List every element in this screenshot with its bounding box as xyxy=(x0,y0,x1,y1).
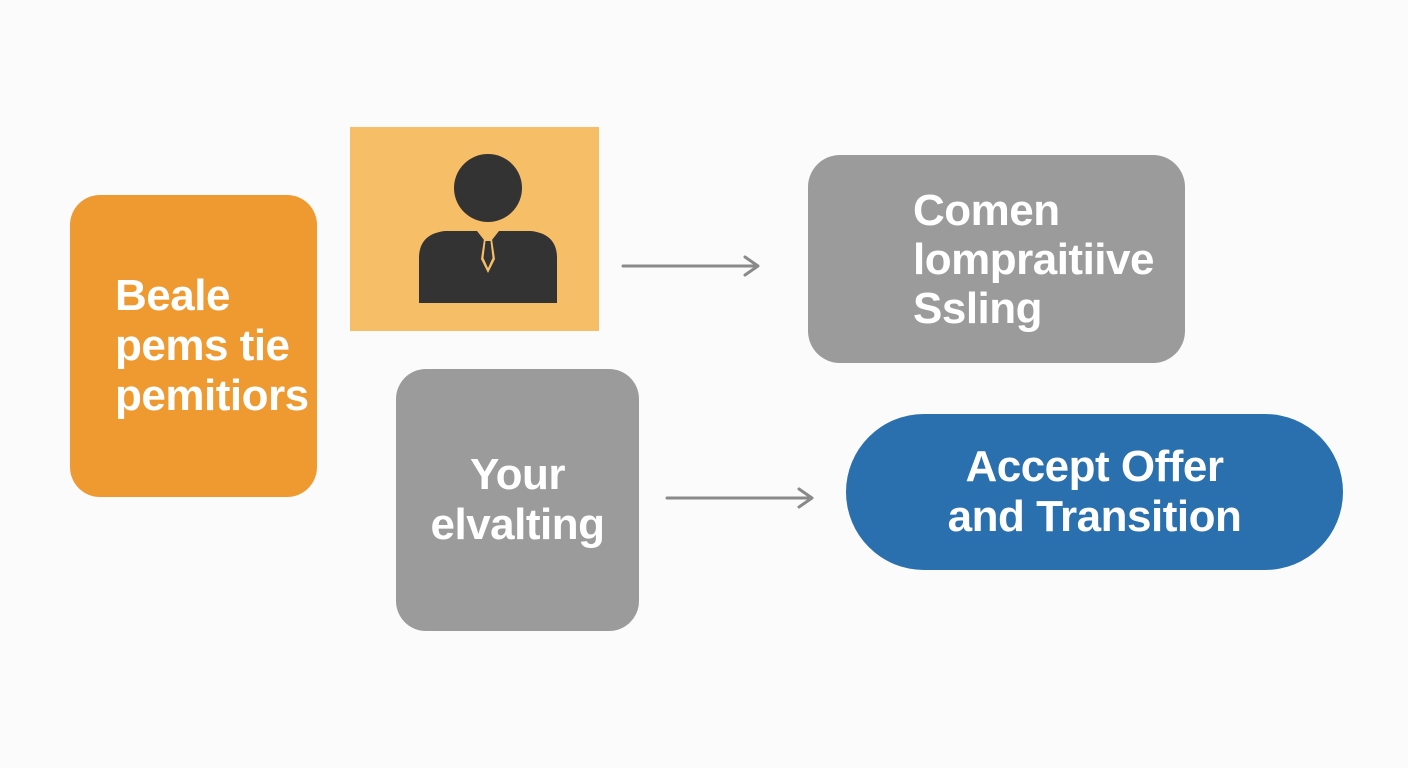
step-top-right-line-1: Comen xyxy=(913,185,1060,235)
arrow-middle-to-bottom-right xyxy=(665,487,814,509)
step-middle-line-2: elvalting xyxy=(430,500,606,549)
arrow-avatar-to-top-right xyxy=(621,255,760,277)
step-middle-line-1: Your xyxy=(470,450,565,499)
step-top-right-line-3: Ssling xyxy=(913,283,1043,333)
person-in-suit-icon xyxy=(419,154,557,303)
step-accept-line-1: Accept Offer xyxy=(965,442,1224,491)
step-box-left: Beale pems tie pemitiors xyxy=(70,195,317,497)
step-top-right-line-2: lompraitiive xyxy=(913,234,1154,284)
avatar-box xyxy=(350,127,599,331)
step-left-line-3: pemitiors xyxy=(115,371,309,420)
step-accept-line-2: and Transition xyxy=(947,492,1242,541)
step-left-line-1: Beale xyxy=(115,271,230,320)
step-box-middle: Your elvalting xyxy=(396,369,639,631)
step-left-line-2: pems tie xyxy=(115,321,290,370)
step-box-top-right: Comen lompraitiive Ssling xyxy=(808,155,1185,363)
step-box-accept-offer: Accept Offer and Transition xyxy=(846,414,1343,570)
